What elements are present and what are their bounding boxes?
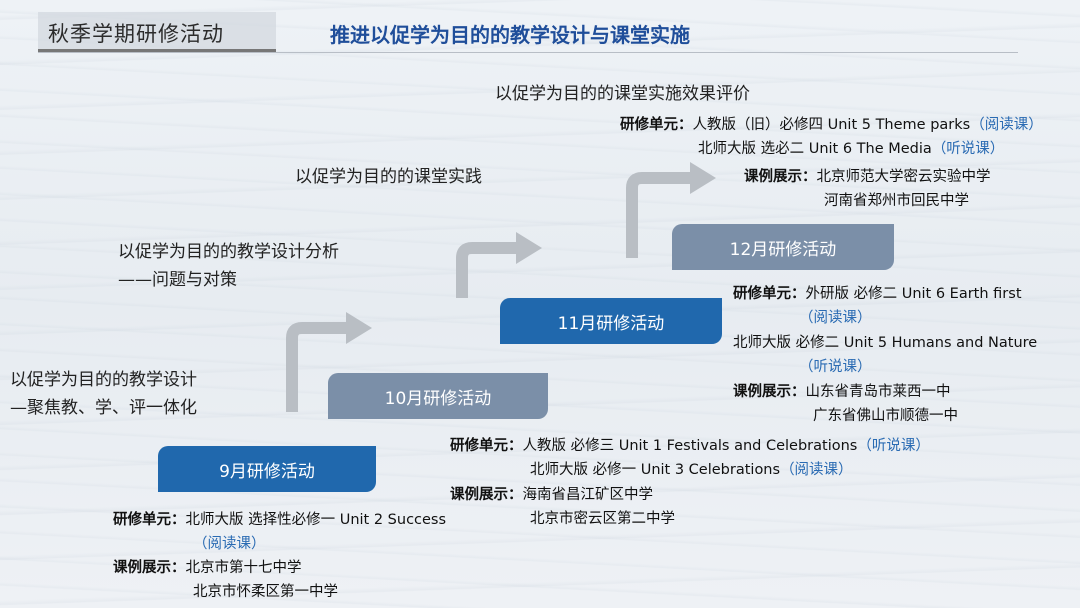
dec-case1: 北京师范大学密云实验中学 bbox=[816, 169, 991, 185]
dec-unit1-type: （阅读课） bbox=[970, 117, 1043, 133]
sep-unit1: 北师大版 选择性必修一 Unit 2 Success bbox=[185, 512, 447, 528]
step-december: 12月研修活动 bbox=[672, 224, 894, 270]
level4-title: 以促学为目的的课堂实施效果评价 bbox=[495, 84, 750, 104]
oct-unit1: 人教版 必修三 Unit 1 Festivals and Celebration… bbox=[522, 438, 858, 454]
oct-case1: 海南省昌江矿区中学 bbox=[522, 487, 654, 503]
arrow-nov-to-dec-shaft bbox=[626, 172, 694, 258]
sep-case2: 北京市怀柔区第一中学 bbox=[193, 584, 338, 600]
unit-label: 研修单元： bbox=[620, 117, 693, 133]
unit-label: 研修单元： bbox=[113, 512, 186, 528]
oct-case2: 北京市密云区第二中学 bbox=[530, 511, 675, 527]
arrow-nov-to-dec-head bbox=[690, 162, 716, 194]
nov-unit2: 北师大版 必修二 Unit 5 Humans and Nature bbox=[733, 335, 1038, 351]
header-tab-background bbox=[38, 12, 276, 52]
oct-unit2: 北师大版 必修一 Unit 3 Celebrations bbox=[530, 462, 781, 478]
oct-unit1-type: （听说课） bbox=[857, 438, 930, 454]
nov-unit1-type: （阅读课） bbox=[799, 310, 872, 326]
dec-unit2-type: （听说课） bbox=[931, 141, 1005, 157]
level1-title-line2: —聚焦教、学、评一体化 bbox=[10, 398, 197, 418]
nov-case1: 山东省青岛市莱西一中 bbox=[805, 384, 951, 400]
sep-case1: 北京市第十七中学 bbox=[185, 560, 302, 576]
dec-unit2: 北师大版 选必二 Unit 6 The Media bbox=[698, 141, 932, 157]
step-october: 10月研修活动 bbox=[328, 373, 548, 419]
nov-unit1: 外研版 必修二 Unit 6 Earth first bbox=[805, 286, 1022, 302]
level1-title-line1: 以促学为目的的教学设计 bbox=[10, 370, 197, 390]
case-label: 课例展示： bbox=[450, 487, 523, 503]
arrow-sep-to-oct-shaft bbox=[286, 322, 350, 412]
page-subtitle: 推进以促学为目的的教学设计与课堂实施 bbox=[330, 23, 690, 47]
page-title: 秋季学期研修活动 bbox=[48, 22, 224, 46]
step-september: 9月研修活动 bbox=[158, 446, 376, 492]
arrow-oct-to-nov-shaft bbox=[456, 242, 520, 298]
unit-label: 研修单元： bbox=[733, 286, 806, 302]
level2-title-line2: ——问题与对策 bbox=[118, 270, 237, 290]
case-label: 课例展示： bbox=[733, 384, 806, 400]
level2-title-line1: 以促学为目的的教学设计分析 bbox=[118, 242, 339, 262]
nov-unit2-type: （听说课） bbox=[799, 359, 872, 375]
dec-unit1: 人教版（旧）必修四 Unit 5 Theme parks bbox=[692, 117, 971, 133]
header-divider bbox=[38, 52, 1018, 53]
step-november: 11月研修活动 bbox=[500, 298, 722, 344]
october-info: 研修单元：人教版 必修三 Unit 1 Festivals and Celebr… bbox=[450, 434, 970, 534]
arrow-oct-to-nov-head bbox=[516, 232, 542, 264]
level2-title: 以促学为目的的教学设计分析 ——问题与对策 bbox=[118, 238, 339, 294]
sep-unit1-type: （阅读课） bbox=[193, 536, 266, 552]
case-label: 课例展示： bbox=[113, 560, 186, 576]
case-label: 课例展示： bbox=[744, 169, 817, 185]
oct-unit2-type: （阅读课） bbox=[780, 462, 853, 478]
december-info: 研修单元：人教版（旧）必修四 Unit 5 Theme parks（阅读课） 北… bbox=[620, 113, 1075, 213]
nov-case2: 广东省佛山市顺德一中 bbox=[813, 408, 958, 424]
november-info: 研修单元：外研版 必修二 Unit 6 Earth first （阅读课） 北师… bbox=[733, 282, 1073, 428]
september-info: 研修单元：北师大版 选择性必修一 Unit 2 Success （阅读课） 课例… bbox=[113, 508, 493, 604]
unit-label: 研修单元： bbox=[450, 438, 523, 454]
level1-title: 以促学为目的的教学设计 —聚焦教、学、评一体化 bbox=[10, 366, 197, 422]
arrow-sep-to-oct-head bbox=[346, 312, 372, 344]
dec-case2: 河南省郑州市回民中学 bbox=[824, 193, 969, 209]
level3-title: 以促学为目的的课堂实践 bbox=[295, 167, 482, 187]
